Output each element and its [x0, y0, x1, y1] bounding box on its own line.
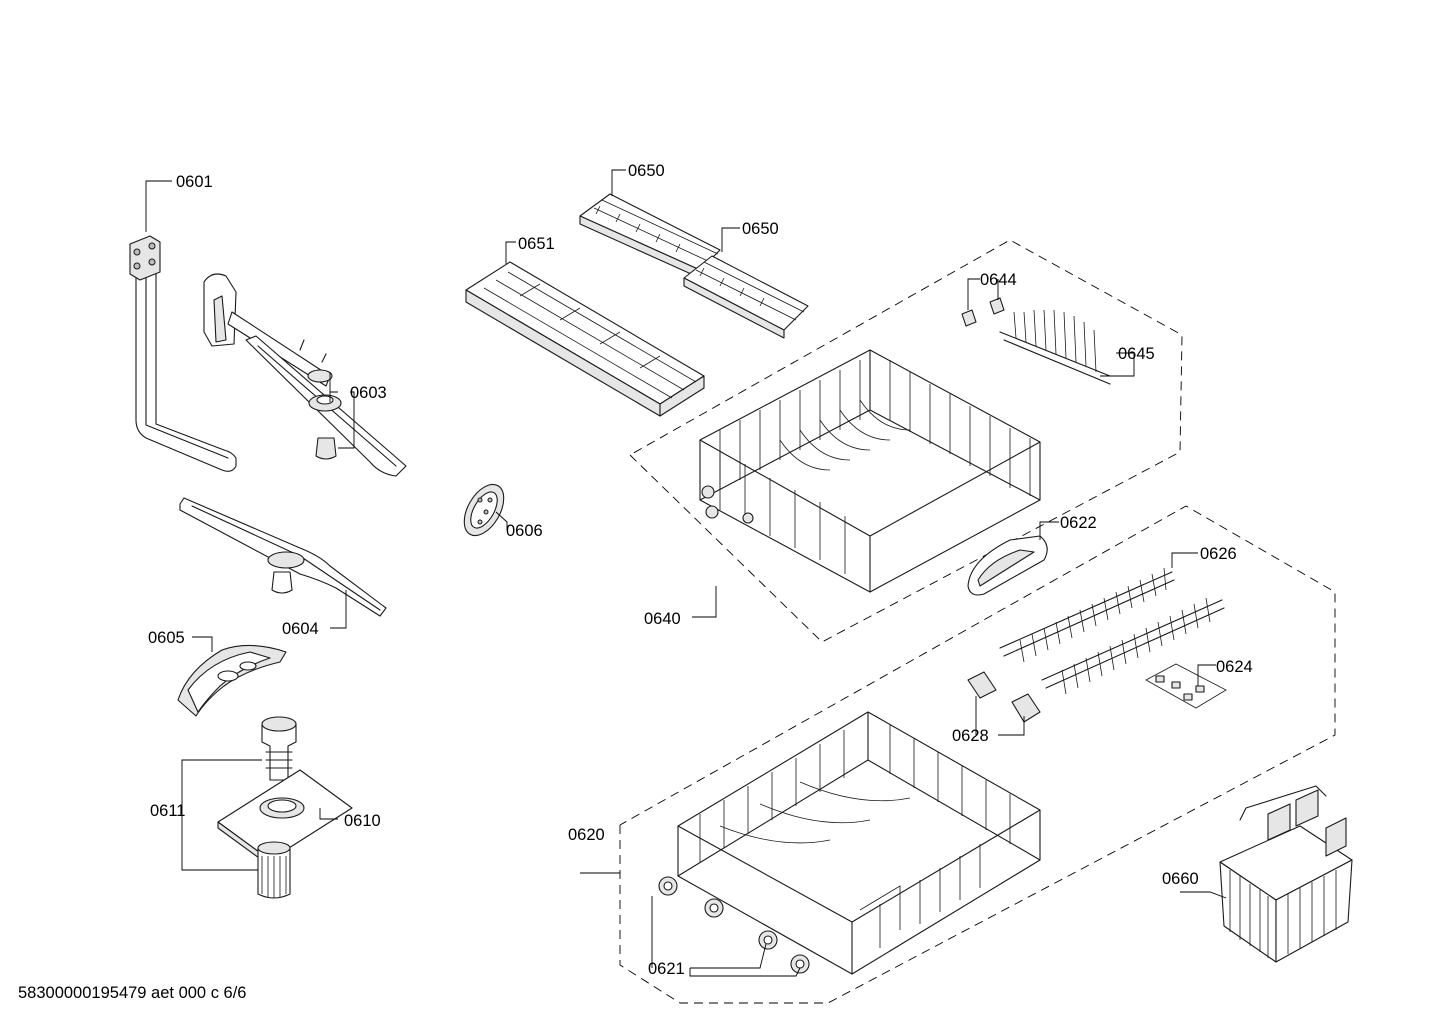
label-0650-top: 0650	[628, 162, 665, 180]
label-0626: 0626	[1200, 545, 1237, 563]
clip-pair-drawing	[961, 297, 1005, 327]
label-0610: 0610	[344, 812, 381, 830]
cup-shelf-b-drawing	[683, 255, 809, 339]
upper-spray-arm-drawing	[203, 273, 407, 477]
label-0650-second: 0650	[742, 220, 779, 238]
label-0601: 0601	[176, 173, 213, 191]
document-footer: 58300000195479 aet 000 c 6/6	[18, 984, 246, 1002]
label-0628: 0628	[952, 727, 989, 745]
cutlery-basket-drawing	[1219, 785, 1353, 963]
label-0606: 0606	[506, 522, 543, 540]
label-0620: 0620	[568, 826, 605, 844]
label-0621: 0621	[648, 960, 685, 978]
label-0651: 0651	[518, 235, 555, 253]
tine-rack-upper-drawing	[999, 309, 1111, 385]
label-0603: 0603	[350, 384, 387, 402]
cutlery-drawer-drawing	[465, 261, 705, 417]
cup-shelf-a-drawing	[579, 193, 721, 279]
supply-pipe-drawing	[129, 235, 237, 472]
label-0640: 0640	[644, 610, 681, 628]
tine-rack-lower-drawing	[999, 567, 1225, 695]
basket-handle-drawing	[967, 535, 1048, 596]
holder-pair-drawing	[967, 671, 1041, 723]
label-0645: 0645	[1118, 345, 1155, 363]
label-0611: 0611	[150, 802, 185, 820]
lower-spray-arm-drawing	[179, 497, 387, 617]
fine-filter-drawing	[177, 644, 287, 717]
label-0605: 0605	[148, 629, 185, 647]
lower-basket-drawing	[677, 711, 1041, 975]
leader-lines	[145, 169, 1227, 977]
filter-system-drawing	[217, 716, 353, 899]
small-parts-kit-drawing	[1145, 663, 1227, 709]
label-0644: 0644	[980, 271, 1017, 289]
part-labels: 0601 0603 0604 0605 0606 0610 0611 0620 …	[148, 162, 1253, 978]
lower-rack-group-outline	[619, 505, 1336, 1004]
label-0604: 0604	[282, 620, 319, 638]
label-0624: 0624	[1216, 658, 1253, 676]
valve-disc-drawing	[463, 483, 505, 537]
wheel-set-drawing	[658, 876, 810, 974]
upper-basket-drawing	[699, 349, 1041, 593]
label-0660: 0660	[1162, 870, 1199, 888]
label-0622: 0622	[1060, 514, 1097, 532]
